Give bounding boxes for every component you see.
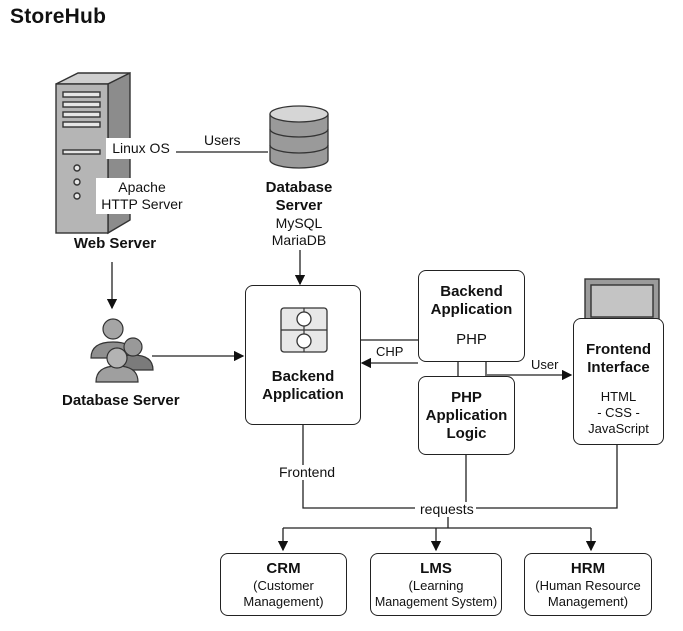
page-title: StoreHub xyxy=(10,5,107,28)
frontend-connector xyxy=(302,425,415,509)
database-server-label: Database Server xyxy=(62,392,180,409)
hrm-box: HRM (Human Resource Management) xyxy=(524,553,652,616)
users-edge-label: Users xyxy=(204,132,241,148)
php-label: PHP xyxy=(456,331,487,348)
requests-edge-label: requests xyxy=(418,501,476,517)
frontend-interface-box: Frontend Interface HTML - CSS - JavaScri… xyxy=(573,318,664,445)
database-server-caption: Database Server MySQL MariaDB xyxy=(265,179,333,248)
linux-os-label: Linux OS xyxy=(106,138,176,159)
logic-node-icon xyxy=(280,307,328,353)
monitor-icon xyxy=(584,278,660,322)
backend-application-label: Backend Application xyxy=(262,368,344,403)
crm-box: CRM (Customer Management) xyxy=(220,553,347,616)
web-server-caption: Web Server xyxy=(73,235,157,252)
lms-box: LMS (Learning Management System) xyxy=(370,553,502,616)
users-group-icon xyxy=(90,318,154,383)
php-application-logic-box: PHP Application Logic xyxy=(418,376,515,455)
database-icon xyxy=(269,105,329,169)
backend-application-box: Backend Application xyxy=(245,285,361,425)
chp-edge-label: CHP xyxy=(376,344,404,359)
backend-php-box: Backend Application PHP xyxy=(418,270,525,362)
apache-label: Apache HTTP Server xyxy=(96,178,188,214)
frontend-edge-label: Frontend xyxy=(279,464,336,480)
user-edge-label: User xyxy=(531,357,559,372)
